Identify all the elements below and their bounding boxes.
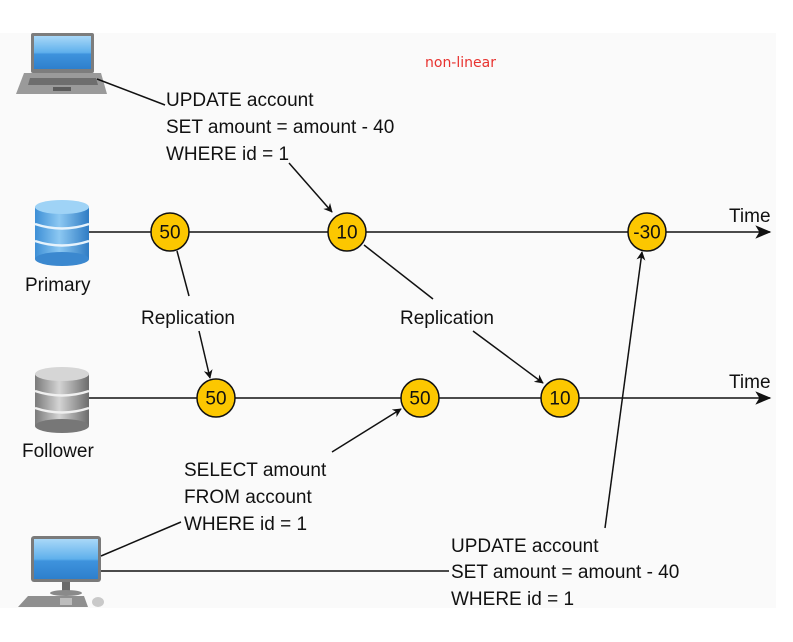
replication-label-1: Replication [141, 308, 235, 329]
diagram-background [0, 33, 776, 608]
svg-text:WHERE id = 1: WHERE id = 1 [166, 144, 289, 165]
primary-node: 10 [327, 212, 367, 252]
svg-text:50: 50 [205, 389, 226, 410]
primary-node: -30 [627, 212, 667, 252]
svg-text:FROM account: FROM account [184, 487, 312, 508]
replication-arrow-2 [472, 330, 544, 384]
desktop-computer-icon [18, 536, 104, 607]
follower-time-label: Time [729, 372, 771, 393]
replication-label-2: Replication [400, 308, 494, 329]
update-arrow-to-primary-late [604, 251, 646, 529]
replication-line-1a [176, 250, 190, 297]
svg-text:SELECT amount: SELECT amount [184, 460, 327, 481]
follower-label: Follower [22, 441, 94, 462]
svg-text:10: 10 [336, 223, 357, 244]
desktop-select-query: SELECT amount FROM account WHERE id = 1 [184, 460, 327, 535]
svg-text:WHERE id = 1: WHERE id = 1 [451, 589, 574, 610]
replication-line-2a [363, 244, 434, 300]
svg-text:UPDATE account: UPDATE account [166, 90, 314, 111]
desktop-update-query: UPDATE account SET amount = amount - 40 … [451, 536, 679, 610]
replication-arrow-1 [198, 330, 213, 379]
svg-text:UPDATE account: UPDATE account [451, 536, 599, 557]
primary-node: 50 [150, 212, 190, 252]
svg-text:10: 10 [549, 389, 570, 410]
svg-text:50: 50 [409, 389, 430, 410]
laptop-update-query: UPDATE account SET amount = amount - 40 … [166, 90, 394, 165]
follower-node: 50 [196, 378, 236, 418]
follower-node: 50 [400, 378, 440, 418]
follower-database-icon [34, 367, 90, 433]
svg-text:-30: -30 [633, 223, 660, 244]
svg-text:50: 50 [159, 223, 180, 244]
svg-text:WHERE id = 1: WHERE id = 1 [184, 514, 307, 535]
desktop-select-connector [100, 521, 182, 557]
annotation-non-linear: non-linear [425, 55, 496, 71]
primary-time-label: Time [729, 206, 771, 227]
primary-label: Primary [25, 275, 91, 296]
laptop-connector [96, 78, 166, 106]
primary-database-icon [34, 200, 90, 266]
svg-text:SET amount = amount - 40: SET amount = amount - 40 [451, 562, 679, 583]
select-arrow-to-follower [331, 408, 402, 453]
follower-node: 10 [540, 378, 580, 418]
update-arrow-to-primary [288, 162, 333, 213]
svg-text:SET amount = amount - 40: SET amount = amount - 40 [166, 117, 394, 138]
laptop-icon [16, 33, 107, 94]
